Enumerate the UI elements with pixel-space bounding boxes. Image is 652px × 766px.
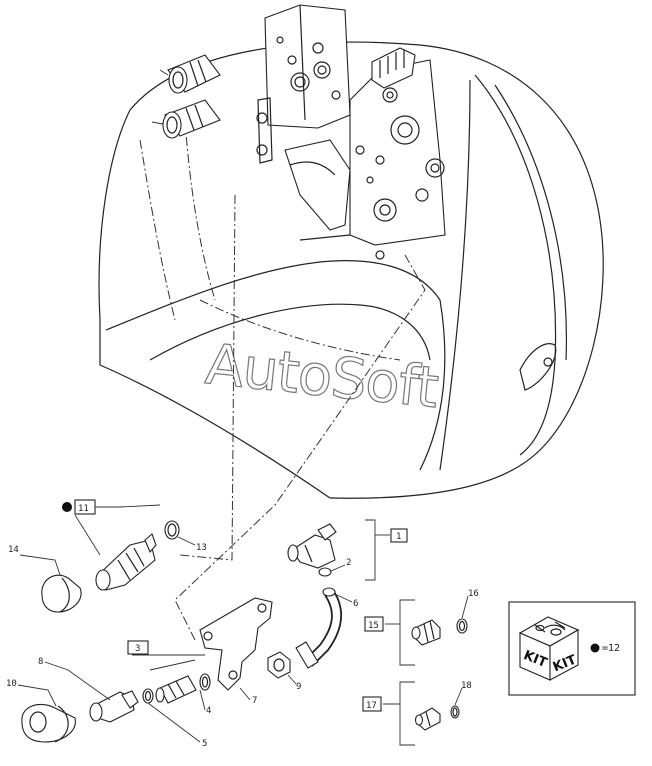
part-group-17: 17 18 — [362, 681, 472, 746]
callout-18: 18 — [461, 681, 472, 691]
part-group-bracket: 7 9 — [199, 597, 301, 706]
kit-legend-box: KIT KIT =12 — [508, 601, 636, 696]
kit-equals-12: =12 — [602, 643, 620, 654]
callout-11: 11 — [78, 504, 89, 514]
callout-15: 15 — [368, 621, 379, 631]
quick-coupler-lower — [151, 99, 221, 139]
callout-5: 5 — [202, 739, 207, 749]
callout-13: 13 — [196, 543, 207, 553]
watermark-text: AutoSoft — [203, 332, 441, 421]
part-9-nut — [267, 651, 291, 679]
callout-10: 10 — [6, 679, 17, 689]
quick-coupler-upper — [159, 54, 221, 94]
callout-8: 8 — [38, 657, 43, 667]
part-group-1: 1 2 6 — [287, 519, 408, 669]
callout-2: 2 — [346, 558, 351, 568]
callout-4: 4 — [206, 706, 211, 716]
hydraulic-valve-block — [256, 4, 446, 260]
callout-1: 1 — [396, 532, 401, 542]
callout-16: 16 — [468, 589, 479, 599]
callout-17: 17 — [366, 701, 377, 711]
part-14-dust-cap — [41, 574, 82, 613]
callout-3: 3 — [135, 644, 140, 654]
kit-marker-dot — [62, 502, 72, 512]
assembly-dash-lines — [174, 194, 426, 641]
tractor-housing — [98, 41, 604, 499]
part-group-3: 3 4 5 8 10 — [6, 640, 211, 749]
callout-6: 6 — [353, 599, 358, 609]
callout-7: 7 — [252, 696, 257, 706]
part-10-dust-cap — [21, 704, 76, 743]
part-group-15: 15 16 — [364, 589, 479, 666]
part-7-bracket — [199, 597, 273, 691]
kit-bullet-dot — [590, 643, 600, 653]
part-group-11: 11 13 14 — [8, 499, 207, 613]
part-13-seal — [164, 520, 180, 540]
callout-14: 14 — [8, 545, 19, 555]
callout-9: 9 — [296, 682, 301, 692]
